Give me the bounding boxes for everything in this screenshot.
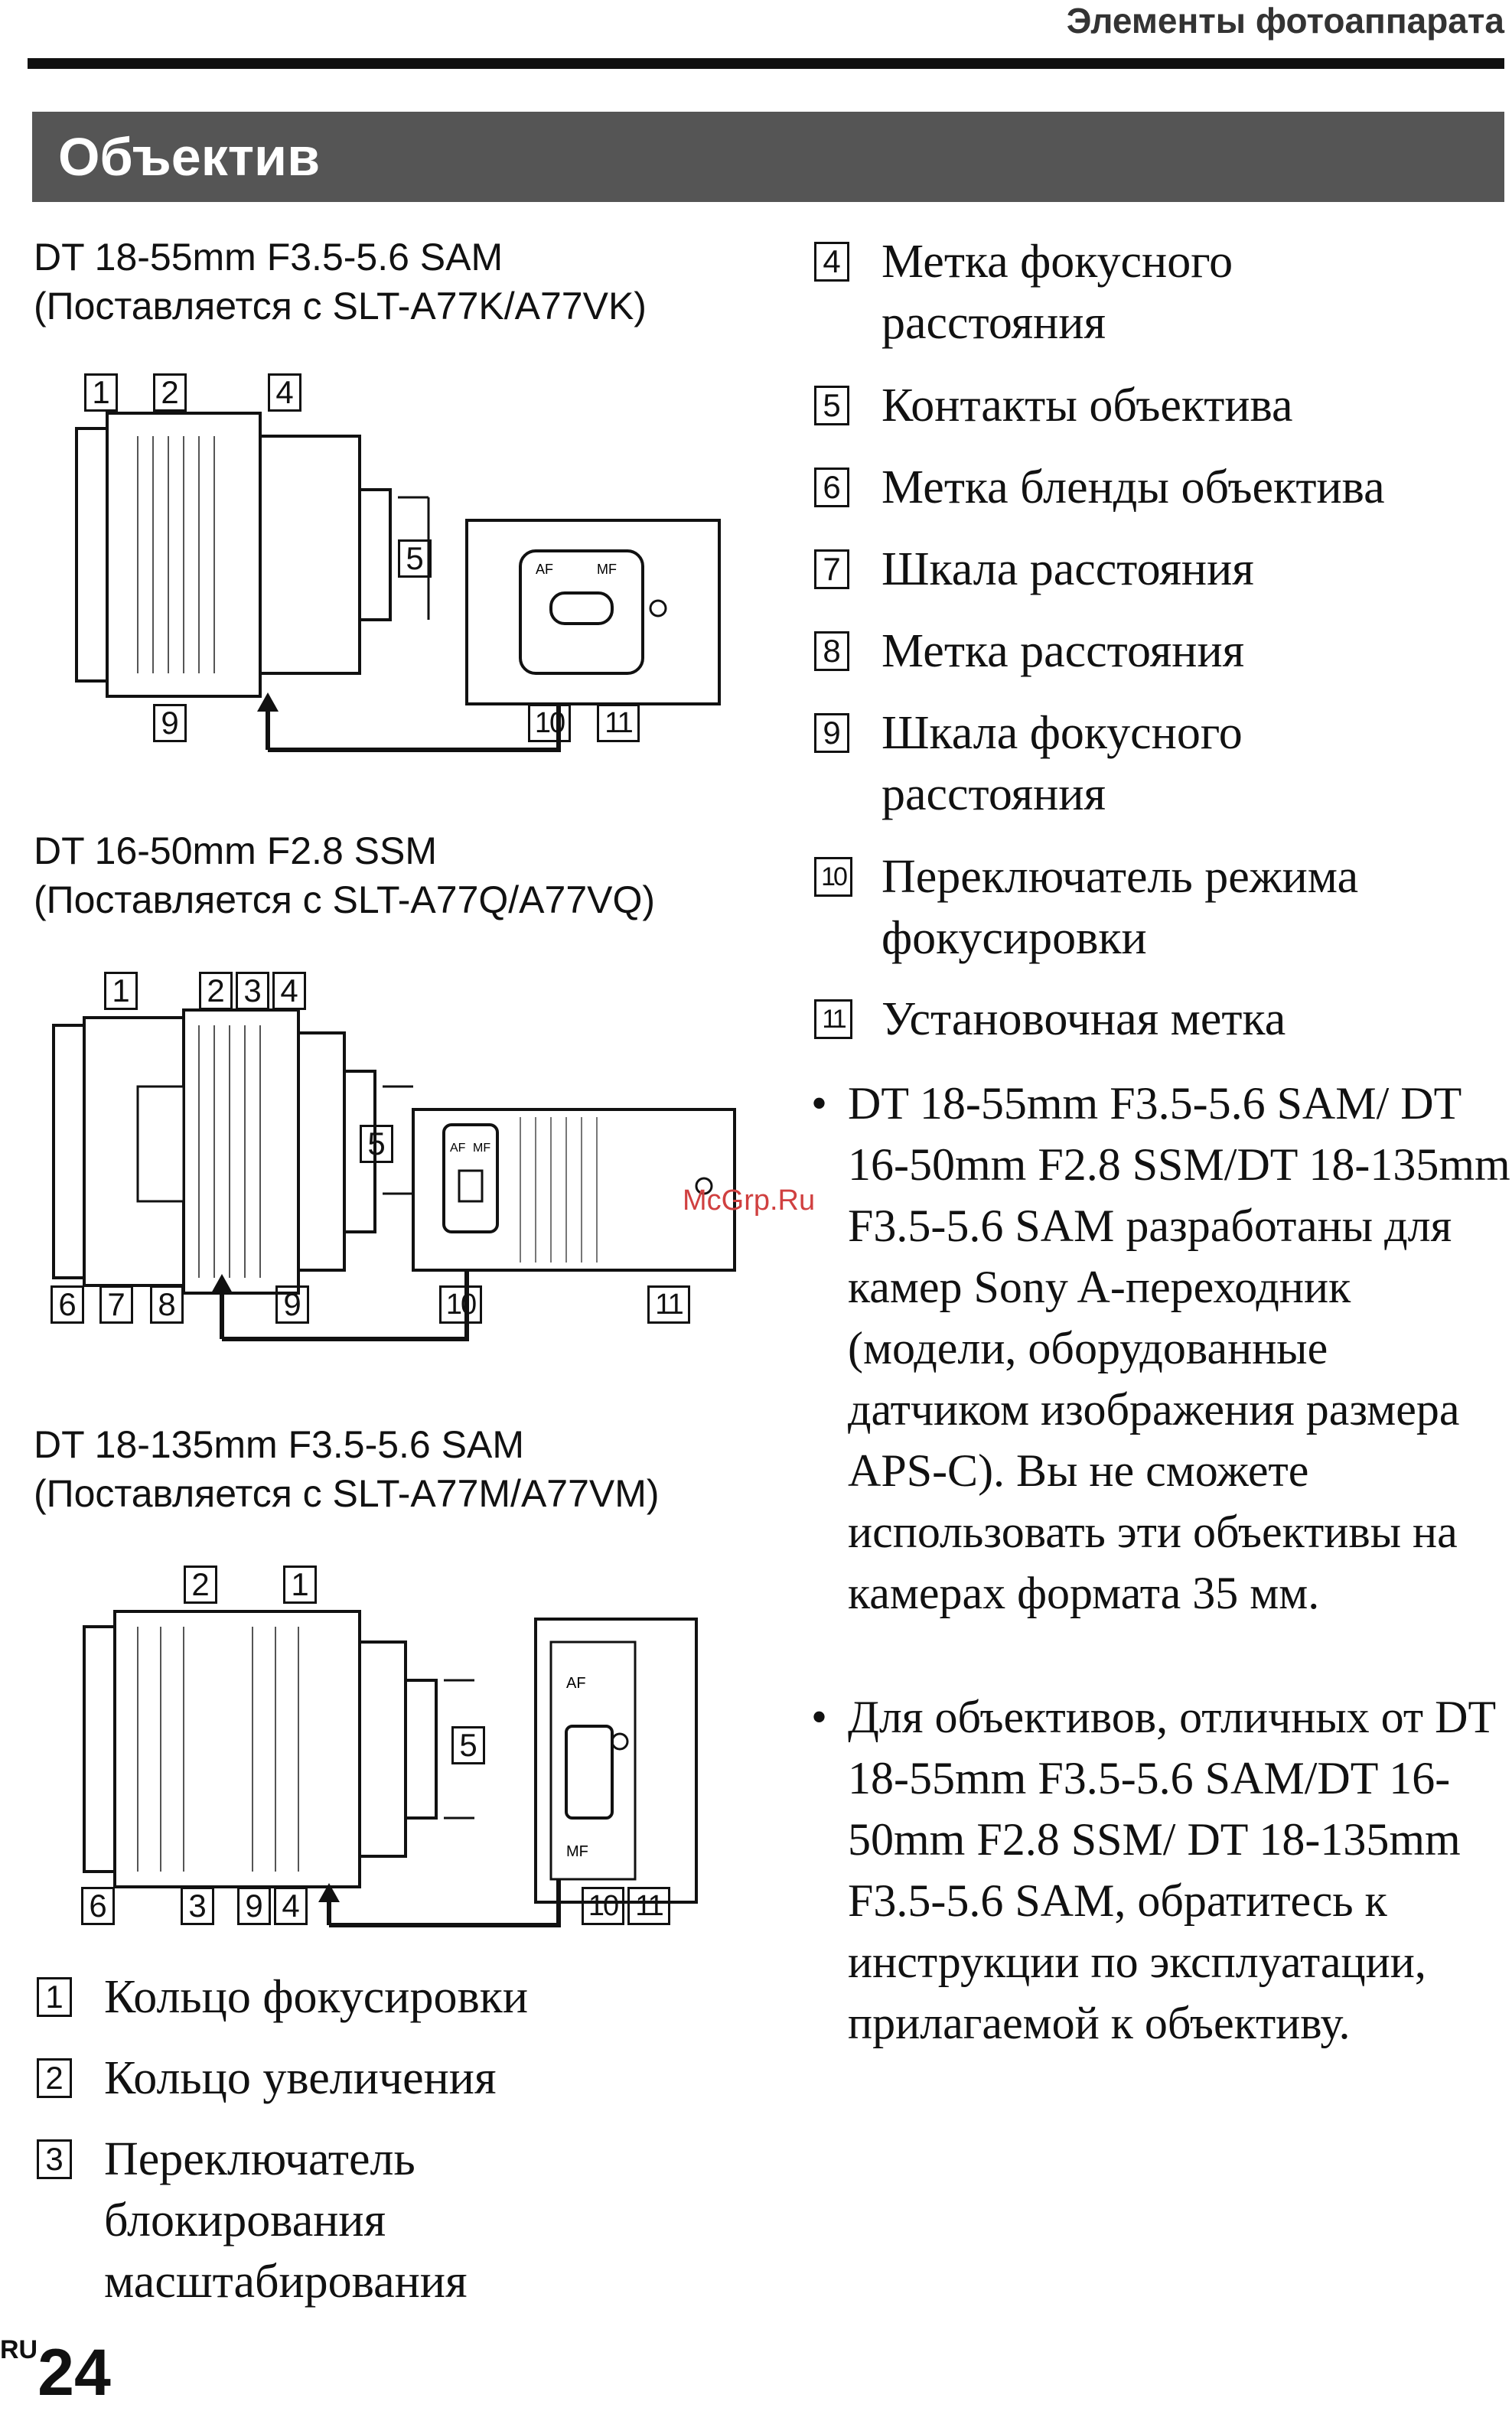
legend-text: Кольцо увеличения bbox=[104, 2052, 497, 2104]
lens-1-drawing: AF MF bbox=[75, 412, 721, 752]
bullet-dot: • bbox=[811, 1078, 828, 1129]
lens-2-callout-7: 7 bbox=[99, 1285, 133, 1324]
header-rule bbox=[28, 58, 1504, 69]
lens-3-supplied: (Поставляется с SLT-A77M/A77VM) bbox=[34, 1472, 660, 1515]
legend-number: 1 bbox=[37, 1977, 72, 2017]
legend-number: 7 bbox=[814, 549, 849, 589]
lens-1-callout-5: 5 bbox=[398, 539, 432, 578]
lens-3-name: DT 18-135mm F3.5-5.6 SAM bbox=[34, 1423, 524, 1466]
lens-1-mf-label: MF bbox=[597, 562, 617, 577]
lens-2-callout-3: 3 bbox=[236, 972, 269, 1010]
lens-3-drawing: AF MF bbox=[83, 1610, 698, 1927]
legend-number: 6 bbox=[814, 468, 849, 507]
page-lang: RU bbox=[0, 2335, 38, 2364]
legend-text: Переключатель режима фокусировки bbox=[881, 851, 1359, 964]
lens-2-callout-2: 2 bbox=[199, 972, 233, 1010]
lens-3-callout-5: 5 bbox=[451, 1726, 485, 1764]
lens-3-callout-2: 2 bbox=[184, 1566, 217, 1604]
lens-1-af-label: AF bbox=[536, 562, 553, 577]
lens-2-af-label: AF bbox=[450, 1142, 466, 1155]
lens-3-callout-11: 11 bbox=[627, 1887, 670, 1925]
lens-2-supplied: (Поставляется с SLT-A77Q/A77VQ) bbox=[34, 878, 656, 921]
legend-number: 4 bbox=[814, 242, 849, 282]
legend-number: 11 bbox=[814, 999, 852, 1039]
legend-number: 8 bbox=[814, 631, 849, 671]
legend-text: Контакты объектива bbox=[881, 380, 1293, 432]
lens-1-caption: DT 18-55mm F3.5-5.6 SAM (Поставляется с … bbox=[34, 233, 768, 331]
legend-text: Метка бленды объектива bbox=[881, 461, 1385, 513]
lens-3-callout-6: 6 bbox=[81, 1887, 115, 1925]
lens-2-caption: DT 16-50mm F2.8 SSM (Поставляется с SLT-… bbox=[34, 826, 768, 924]
note-1: • DT 18-55mm F3.5-5.6 SAM/ DT 16-50mm F2… bbox=[811, 1073, 1510, 1685]
lens-3-mf-label: MF bbox=[566, 1843, 588, 1860]
legend-number: 9 bbox=[814, 713, 849, 753]
lens-1-supplied: (Поставляется с SLT-A77K/A77VK) bbox=[34, 285, 647, 327]
lens-2-drawing: AF MF bbox=[52, 1008, 736, 1341]
legend-text: Установочная метка bbox=[881, 993, 1286, 1045]
legend-text: Шкала фокусного расстояния bbox=[881, 707, 1243, 820]
legend-number: 10 bbox=[814, 857, 852, 897]
legend-text: Метка фокусного расстояния bbox=[881, 236, 1233, 349]
lens-1-callout-1: 1 bbox=[84, 373, 118, 412]
lens-2-callout-4: 4 bbox=[272, 972, 306, 1010]
lens-3-diagram: AF MF 2 1 5 6 3 9 4 10 11 bbox=[31, 1558, 765, 1956]
lens-2-diagram: AF MF 1 2 3 4 5 6 7 8 9 10 11 bbox=[31, 964, 765, 1362]
lens-3-callout-9: 9 bbox=[237, 1887, 271, 1925]
note-text: DT 18-55mm F3.5-5.6 SAM/ DT 16-50mm F2.8… bbox=[848, 1078, 1510, 1618]
page-num-value: 24 bbox=[37, 2336, 111, 2409]
legend-text: Шкала расстояния bbox=[881, 543, 1254, 595]
lens-1-name: DT 18-55mm F3.5-5.6 SAM bbox=[34, 236, 503, 279]
lens-2-callout-6: 6 bbox=[51, 1285, 84, 1324]
lens-1-callout-9: 9 bbox=[153, 704, 187, 742]
lens-3-callout-10: 10 bbox=[582, 1887, 624, 1925]
lens-1-diagram: AF MF 1 2 4 5 9 10 11 bbox=[31, 367, 765, 765]
legend-text: Переключатель блокирования масштабирован… bbox=[104, 2133, 468, 2308]
legend-text: Метка расстояния bbox=[881, 625, 1245, 677]
lens-1-callout-10: 10 bbox=[528, 704, 571, 742]
lens-1-callout-11: 11 bbox=[597, 704, 640, 742]
lens-3-callout-1: 1 bbox=[283, 1566, 317, 1604]
page-title: Объектив bbox=[32, 112, 1504, 202]
section-header: Элементы фотоаппарата bbox=[1066, 1, 1504, 41]
note-2: • Для объективов, отличных от DT 18-55mm… bbox=[811, 1686, 1500, 2115]
bullet-dot: • bbox=[811, 1692, 828, 1742]
legend-number: 3 bbox=[37, 2139, 72, 2179]
lens-3-af-label: AF bbox=[566, 1675, 586, 1692]
lens-2-callout-10: 10 bbox=[439, 1285, 482, 1324]
lens-2-callout-1: 1 bbox=[104, 972, 138, 1010]
lens-2-mf-label: MF bbox=[473, 1142, 490, 1155]
legend-number: 5 bbox=[814, 386, 849, 425]
lens-1-callout-2: 2 bbox=[153, 373, 187, 412]
lens-3-caption: DT 18-135mm F3.5-5.6 SAM (Поставляется с… bbox=[34, 1420, 768, 1518]
lens-2-callout-11: 11 bbox=[647, 1285, 690, 1324]
lens-1-callout-4: 4 bbox=[268, 373, 301, 412]
legend-text: Кольцо фокусировки bbox=[104, 1971, 529, 2023]
lens-2-callout-8: 8 bbox=[150, 1285, 184, 1324]
lens-2-name: DT 16-50mm F2.8 SSM bbox=[34, 829, 438, 872]
lens-2-callout-9: 9 bbox=[275, 1285, 309, 1324]
lens-2-callout-5: 5 bbox=[360, 1125, 393, 1163]
lens-3-callout-3: 3 bbox=[181, 1887, 214, 1925]
page-number: RU24 bbox=[0, 2335, 111, 2411]
legend-number: 2 bbox=[37, 2058, 72, 2098]
note-text: Для объективов, отличных от DT 18-55mm F… bbox=[848, 1692, 1496, 2048]
watermark: McGrp.Ru bbox=[683, 1184, 816, 1217]
lens-3-callout-4: 4 bbox=[274, 1887, 308, 1925]
